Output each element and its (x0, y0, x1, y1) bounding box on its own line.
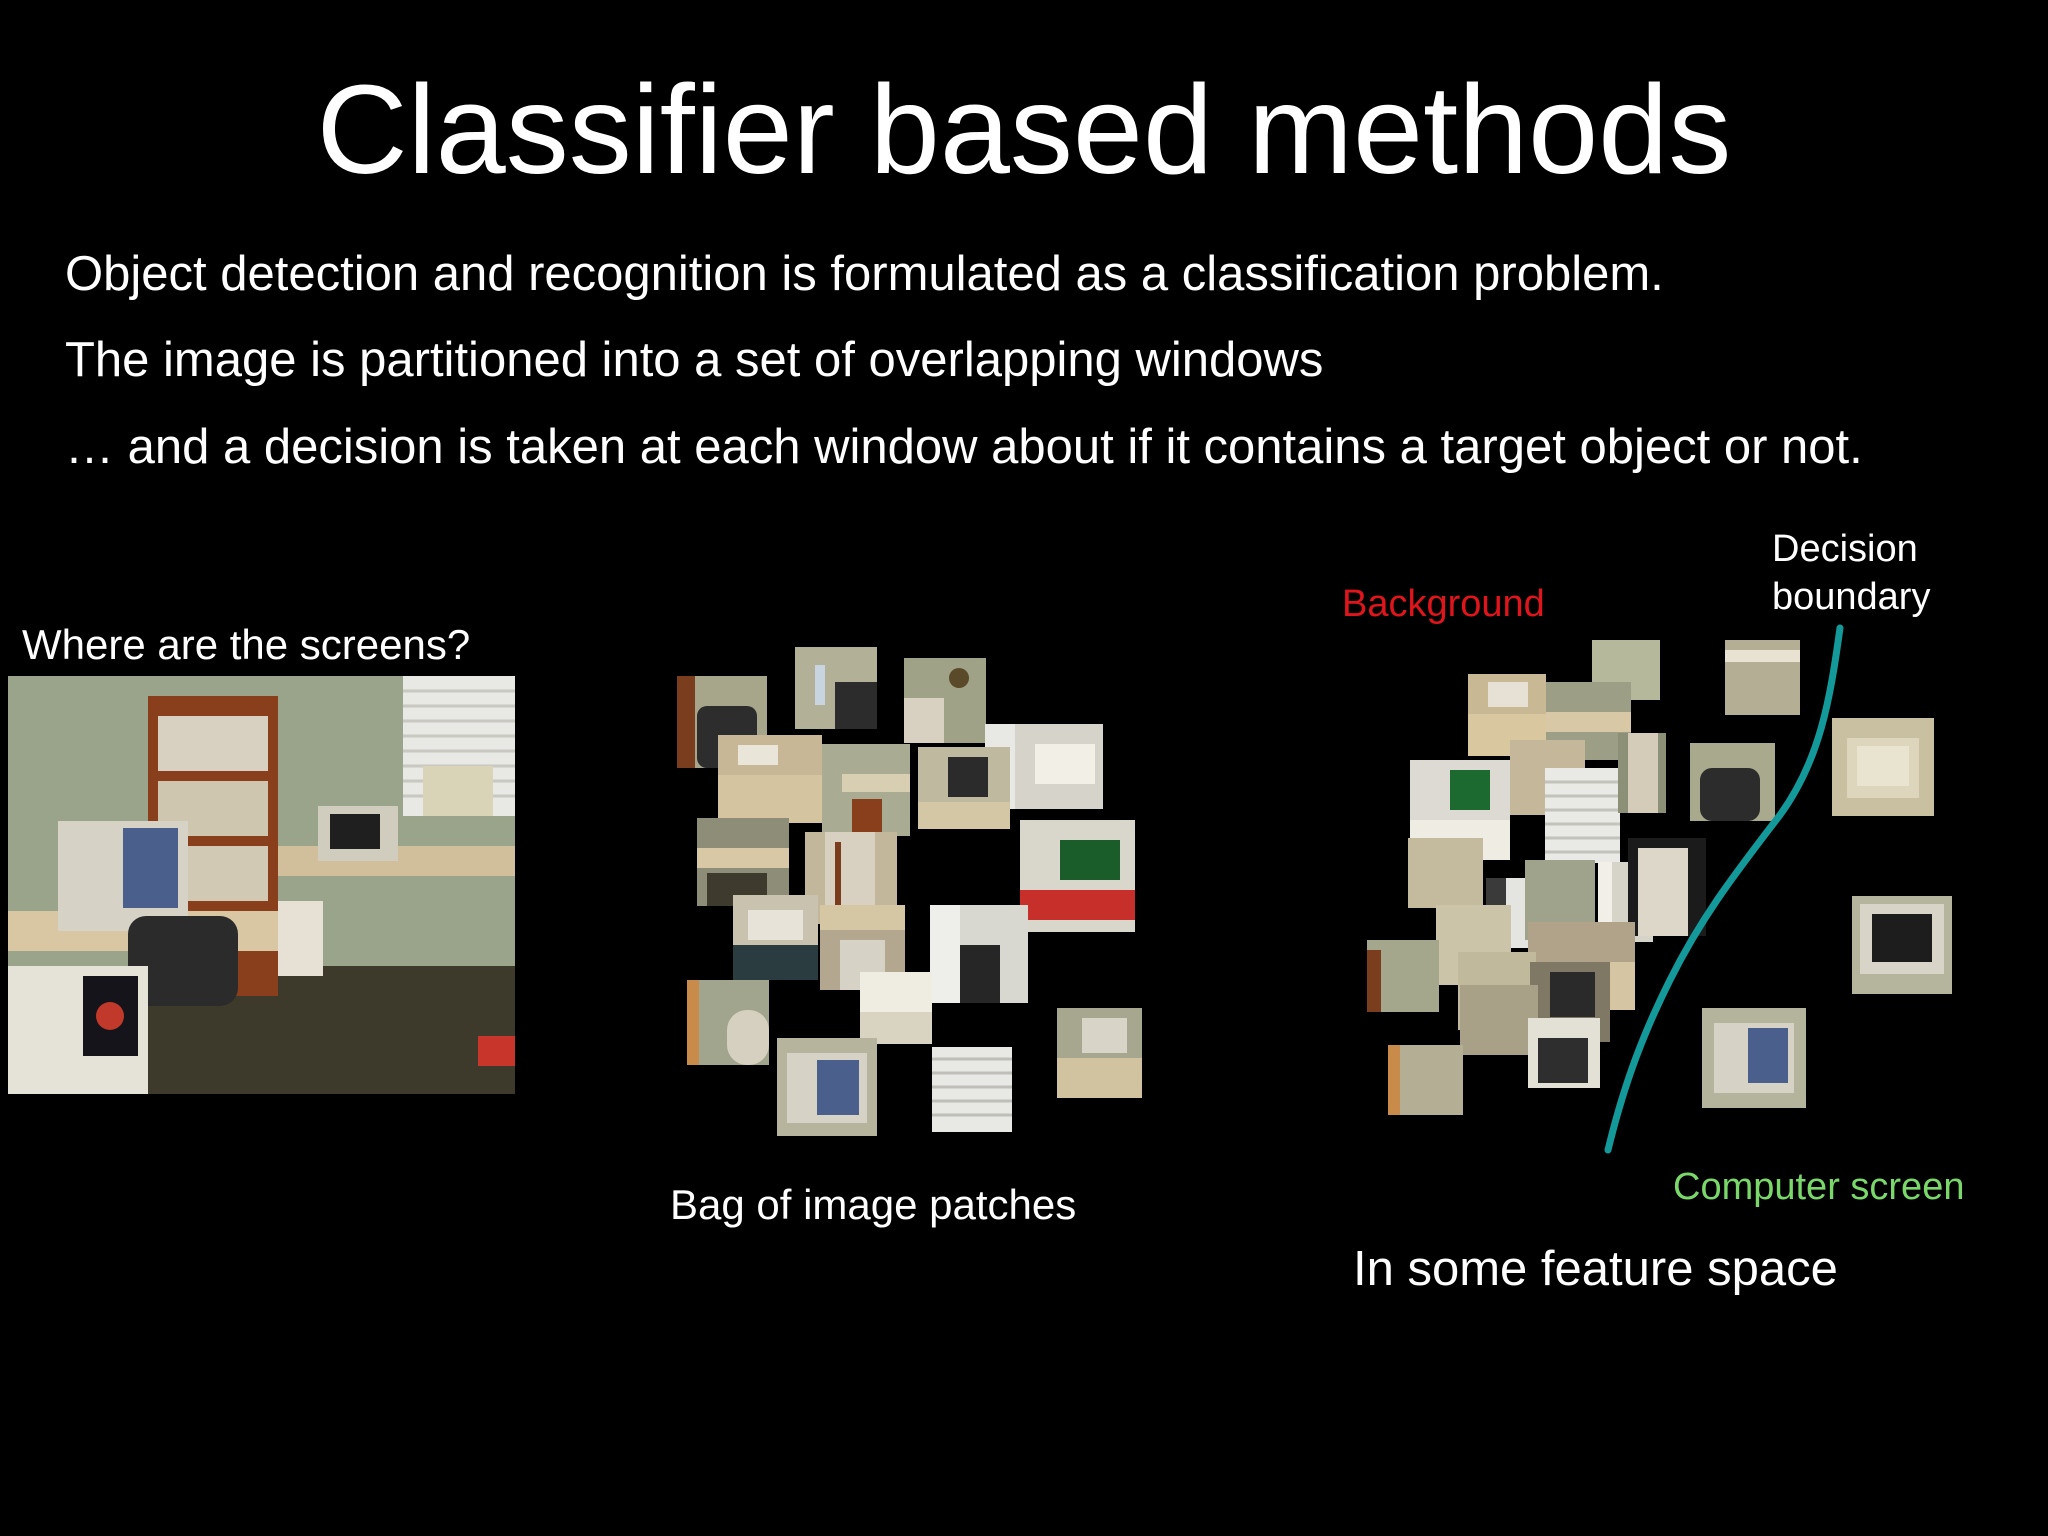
patch (733, 895, 818, 980)
patch (795, 647, 877, 729)
patch (1852, 896, 1952, 994)
decision-label-line1: Decision (1772, 528, 1918, 570)
screen-label: Computer screen (1673, 1166, 1965, 1208)
patch (687, 980, 769, 1065)
bullet-1: Object detection and recognition is form… (65, 247, 1664, 301)
patch (1545, 768, 1620, 863)
patch (918, 747, 1010, 829)
decision-label-line2: boundary (1772, 576, 1931, 618)
background-label: Background (1342, 583, 1545, 625)
patch (860, 972, 932, 1044)
patch (1460, 985, 1538, 1055)
patch (904, 658, 986, 743)
patch (1408, 838, 1483, 908)
patch (1690, 743, 1775, 821)
patch (1832, 718, 1934, 816)
patch (1628, 838, 1706, 936)
office-photo (8, 676, 515, 1094)
left-caption: Where are the screens? (22, 621, 471, 668)
patch (1702, 1008, 1806, 1108)
patch (1020, 820, 1135, 932)
patch (718, 735, 822, 823)
patch (1057, 1008, 1142, 1098)
patch (822, 744, 910, 836)
right-caption: In some feature space (1353, 1242, 1838, 1296)
bullet-3: … and a decision is taken at each window… (65, 420, 1863, 474)
patch (1367, 940, 1439, 1012)
middle-caption: Bag of image patches (670, 1181, 1077, 1228)
patch (1618, 733, 1666, 813)
patch (1546, 682, 1631, 760)
patch (1528, 1018, 1600, 1088)
bullet-2: The image is partitioned into a set of o… (65, 333, 1324, 387)
patch (1388, 1045, 1463, 1115)
patch (932, 1047, 1012, 1132)
patch (930, 905, 1028, 1003)
patch (777, 1038, 877, 1136)
patch (1725, 640, 1800, 715)
slide-title: Classifier based methods (316, 59, 1732, 200)
